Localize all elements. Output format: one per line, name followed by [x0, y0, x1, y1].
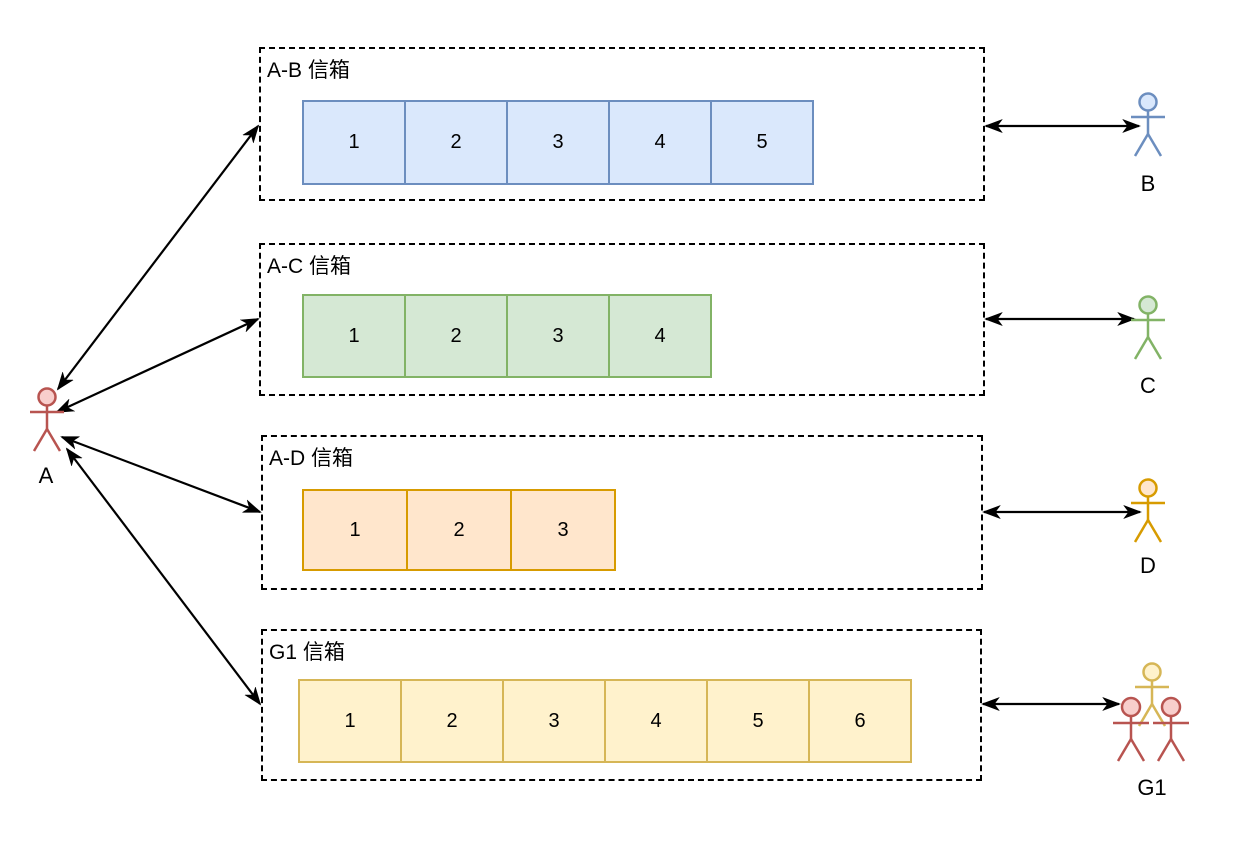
mailbox-a-d-queue: 1 2 3 — [302, 489, 616, 571]
mailbox-a-c-queue: 1 2 3 4 — [302, 294, 712, 378]
mailbox-a-b-title: A-B 信箱 — [267, 59, 350, 82]
actor-b-icon — [1131, 92, 1165, 157]
arrow-a-mailbox-ad — [62, 435, 260, 514]
mailbox-a-c: A-C 信箱 1 2 3 4 — [259, 243, 985, 396]
arrow-a-mailbox-ab — [58, 126, 258, 389]
queue-cell: 5 — [706, 679, 810, 763]
mailbox-g1: G1 信箱 1 2 3 4 5 6 — [261, 629, 982, 781]
actor-label-a: A — [38, 463, 54, 488]
mailbox-g1-queue: 1 2 3 4 5 6 — [298, 679, 912, 763]
g1-back-actor-icon — [1135, 662, 1169, 727]
queue-cell: 1 — [302, 100, 406, 185]
actor-label-g1: G1 — [1137, 775, 1167, 800]
queue-cell: 2 — [406, 489, 512, 571]
queue-cell: 2 — [404, 100, 508, 185]
queue-cell: 3 — [502, 679, 606, 763]
arrow-a-mailbox-ac — [57, 318, 258, 413]
queue-cell: 2 — [400, 679, 504, 763]
mailbox-a-c-title: A-C 信箱 — [267, 255, 351, 278]
queue-cell: 5 — [710, 100, 814, 185]
arrow-a-mailbox-g1 — [67, 449, 260, 704]
mailbox-a-b: A-B 信箱 1 2 3 4 5 — [259, 47, 985, 201]
g1-front-right-actor-icon — [1153, 696, 1189, 762]
connector-a-to-mailboxes — [57, 126, 260, 704]
g1-front-left-actor-icon — [1113, 696, 1149, 762]
queue-cell: 4 — [608, 294, 712, 378]
group-g1-icon — [1113, 662, 1189, 762]
queue-cell: 2 — [404, 294, 508, 378]
actor-label-c: C — [1140, 373, 1156, 398]
queue-cell: 4 — [604, 679, 708, 763]
actor-label-b: B — [1140, 171, 1156, 196]
connector-mailboxes-to-actors — [983, 126, 1140, 704]
queue-cell: 3 — [506, 294, 610, 378]
queue-cell: 3 — [506, 100, 610, 185]
queue-cell: 1 — [302, 489, 408, 571]
actor-c-icon — [1131, 295, 1165, 360]
queue-cell: 1 — [298, 679, 402, 763]
mailbox-a-d-title: A-D 信箱 — [269, 447, 353, 470]
queue-cell: 3 — [510, 489, 616, 571]
queue-cell: 6 — [808, 679, 912, 763]
mailbox-g1-title: G1 信箱 — [269, 641, 345, 664]
queue-cell: 1 — [302, 294, 406, 378]
mailbox-a-d: A-D 信箱 1 2 3 — [261, 435, 983, 590]
actor-a-icon — [30, 387, 64, 452]
actor-label-d: D — [1140, 553, 1156, 578]
actor-d-icon — [1131, 478, 1165, 543]
queue-cell: 4 — [608, 100, 712, 185]
mailbox-a-b-queue: 1 2 3 4 5 — [302, 100, 814, 185]
